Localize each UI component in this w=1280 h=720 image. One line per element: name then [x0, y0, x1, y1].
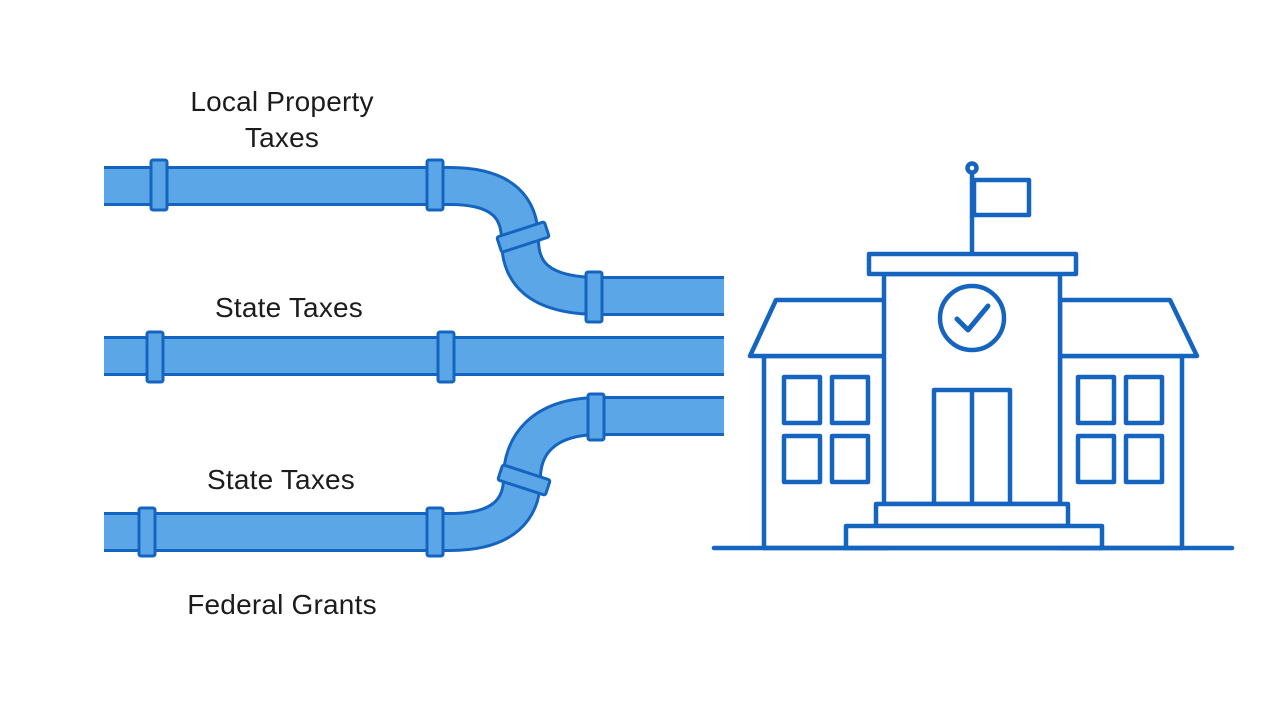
- pipe-joint-icon: [145, 330, 165, 384]
- pipe-joint-icon: [495, 220, 551, 254]
- pipe-joint-icon: [425, 506, 445, 558]
- flag-icon: [971, 177, 1032, 218]
- pipe-joint-icon: [496, 463, 552, 497]
- label-state-taxes-upper: State Taxes: [215, 292, 363, 323]
- label-local-line1: Local Property: [190, 86, 374, 117]
- pipe-joint-icon: [149, 158, 169, 212]
- label-local-property-taxes: Local Property Taxes: [150, 84, 414, 156]
- window-icon: [781, 374, 871, 485]
- label-local-line2: Taxes: [244, 122, 320, 153]
- label-state-taxes-lower: State Taxes: [207, 464, 355, 495]
- pipe-joint-icon: [425, 158, 445, 212]
- pipe-joint-icon: [586, 392, 606, 442]
- label-federal-grants: Federal Grants: [187, 589, 377, 620]
- pipe-joint-icon: [436, 330, 456, 384]
- checkmark-clock-icon: [937, 283, 1007, 353]
- pipe-joint-icon: [137, 506, 157, 558]
- window-icon: [1075, 374, 1165, 485]
- pipe-local-property-taxes: [104, 166, 724, 316]
- school-building-icon: [711, 161, 1235, 551]
- pipe-joint-icon: [584, 270, 604, 324]
